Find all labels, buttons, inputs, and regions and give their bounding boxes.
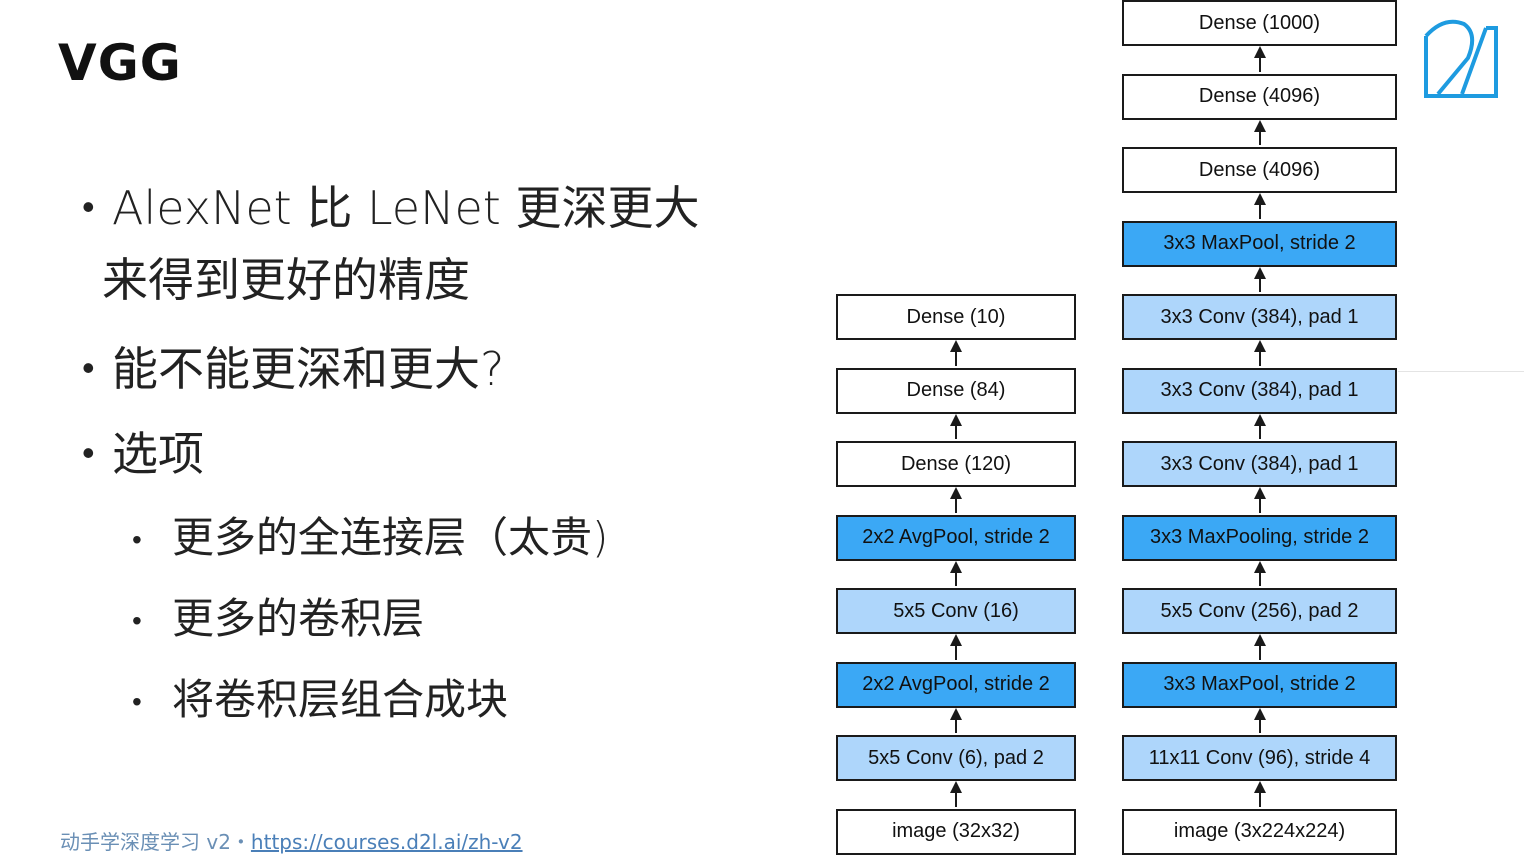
sub-bullet-conv-layers: • 更多的卷积层 (132, 589, 425, 649)
lenet-layer-label: 5x5 Conv (16) (893, 599, 1019, 622)
alexnet-layer-label: 3x3 Conv (384), pad 1 (1160, 305, 1359, 328)
up-arrow-icon (1253, 413, 1266, 439)
bullet-dot: • (82, 433, 95, 474)
alexnet-layer-label: Dense (1000) (1198, 11, 1321, 34)
alexnet-layer-label: 3x3 MaxPool, stride 2 (1163, 673, 1356, 695)
divider (1398, 371, 1524, 372)
bullet-line: 能不能更深和更大? (112, 342, 505, 396)
alexnet-layer-box: 3x3 Conv (384), pad 1 (1122, 441, 1397, 487)
lenet-layer-label: image (32x32) (892, 820, 1020, 842)
alexnet-layer-box: image (3x224x224) (1122, 808, 1397, 855)
up-arrow-icon (950, 707, 962, 733)
up-arrow-icon (1253, 634, 1266, 660)
alexnet-layer-label: 11x11 Conv (96), stride 4 (1148, 746, 1371, 769)
up-arrow-icon (950, 781, 962, 807)
bullet-line: AlexNet 比 LeNet 更深更大 (112, 181, 700, 235)
alexnet-layer-label: image (3x224x224) (1173, 820, 1346, 842)
up-arrow-icon (950, 413, 962, 439)
bullet-dot: • (82, 348, 95, 389)
up-arrow-icon (1253, 560, 1266, 586)
sub-bullet-blocks: • 将卷积层组合成块 (132, 670, 509, 730)
footer: 动手学深度学习 v2・https://courses.d2l.ai/zh-v2 (60, 826, 523, 855)
up-arrow-icon (950, 560, 962, 586)
up-arrow-icon (1253, 46, 1266, 72)
lenet-layer-label: Dense (84) (906, 379, 1006, 401)
bullet-options: • 选项 (82, 418, 204, 490)
bullet-line: 更多的全连接层（太贵) (172, 513, 609, 562)
slide-title: VGG (58, 34, 182, 92)
lenet-layer-box: 5x5 Conv (16) (836, 588, 1076, 634)
up-arrow-icon (950, 487, 962, 513)
alexnet-layer-box: Dense (4096) (1122, 147, 1397, 193)
bullet-dot: • (82, 187, 95, 228)
lenet-layer-label: 5x5 Conv (6), pad 2 (868, 746, 1044, 769)
alexnet-layer-label: 3x3 MaxPool, stride 2 (1163, 232, 1356, 254)
lenet-layer-box: 2x2 AvgPool, stride 2 (836, 514, 1076, 561)
lenet-layer-box: Dense (84) (836, 367, 1076, 414)
bullet-deeper-bigger: • 能不能更深和更大? (82, 333, 505, 405)
up-arrow-icon (1253, 487, 1266, 513)
lenet-layer-label: 2x2 AvgPool, stride 2 (862, 673, 1050, 695)
lenet-layer-box: 5x5 Conv (6), pad 2 (836, 735, 1076, 781)
up-arrow-icon (1253, 340, 1266, 366)
lenet-layer-label: 2x2 AvgPool, stride 2 (862, 526, 1050, 548)
lenet-layer-box: 2x2 AvgPool, stride 2 (836, 661, 1076, 708)
alexnet-layer-label: 3x3 Conv (384), pad 1 (1160, 452, 1359, 475)
alexnet-layer-box: Dense (1000) (1122, 0, 1397, 46)
up-arrow-icon (1253, 266, 1266, 292)
lenet-layer-label: Dense (10) (906, 305, 1006, 328)
alexnet-layer-box: Dense (4096) (1122, 73, 1397, 120)
up-arrow-icon (1253, 781, 1266, 807)
up-arrow-icon (950, 634, 962, 660)
alexnet-layer-label: 3x3 Conv (384), pad 1 (1160, 379, 1359, 401)
lenet-layer-box: Dense (120) (836, 441, 1076, 487)
sub-bullet-dense-layers: • 更多的全连接层（太贵) (132, 508, 609, 568)
alexnet-layer-box: 3x3 MaxPool, stride 2 (1122, 220, 1397, 267)
bullet-dot: • (132, 523, 142, 556)
course-link[interactable]: https://courses.d2l.ai/zh-v2 (250, 830, 523, 854)
lenet-layer-label: Dense (120) (900, 452, 1012, 475)
alexnet-layer-box: 3x3 MaxPooling, stride 2 (1122, 514, 1397, 561)
alexnet-layer-label: 5x5 Conv (256), pad 2 (1160, 599, 1359, 622)
alexnet-layer-box: 5x5 Conv (256), pad 2 (1122, 588, 1397, 634)
alexnet-layer-box: 3x3 MaxPool, stride 2 (1122, 661, 1397, 708)
up-arrow-icon (1253, 707, 1266, 733)
alexnet-layer-box: 3x3 Conv (384), pad 1 (1122, 367, 1397, 414)
lenet-layer-box: Dense (10) (836, 294, 1076, 340)
alexnet-layer-label: Dense (4096) (1198, 158, 1321, 181)
alexnet-layer-label: 3x3 MaxPooling, stride 2 (1149, 526, 1369, 548)
bullet-line: 来得到更好的精度 (102, 253, 470, 307)
alexnet-layer-box: 3x3 Conv (384), pad 1 (1122, 294, 1397, 340)
up-arrow-icon (1253, 193, 1266, 219)
alexnet-layer-box: 11x11 Conv (96), stride 4 (1122, 735, 1397, 781)
up-arrow-icon (950, 340, 962, 366)
up-arrow-icon (1253, 119, 1266, 145)
footer-text: 动手学深度学习 v2・ (60, 830, 251, 854)
bullet-dot: • (132, 685, 142, 718)
bullet-line: 选项 (112, 427, 204, 481)
bullet-line: 将卷积层组合成块 (172, 675, 509, 724)
d2l-logo-icon (1424, 14, 1500, 100)
bullet-dot: • (132, 604, 142, 637)
bullet-line: 更多的卷积层 (172, 594, 425, 643)
bullet-alexnet-vs-lenet: • AlexNet 比 LeNet 更深更大 来得到更好的精度 (82, 172, 700, 316)
lenet-layer-box: image (32x32) (836, 808, 1076, 855)
alexnet-layer-label: Dense (4096) (1198, 85, 1321, 107)
